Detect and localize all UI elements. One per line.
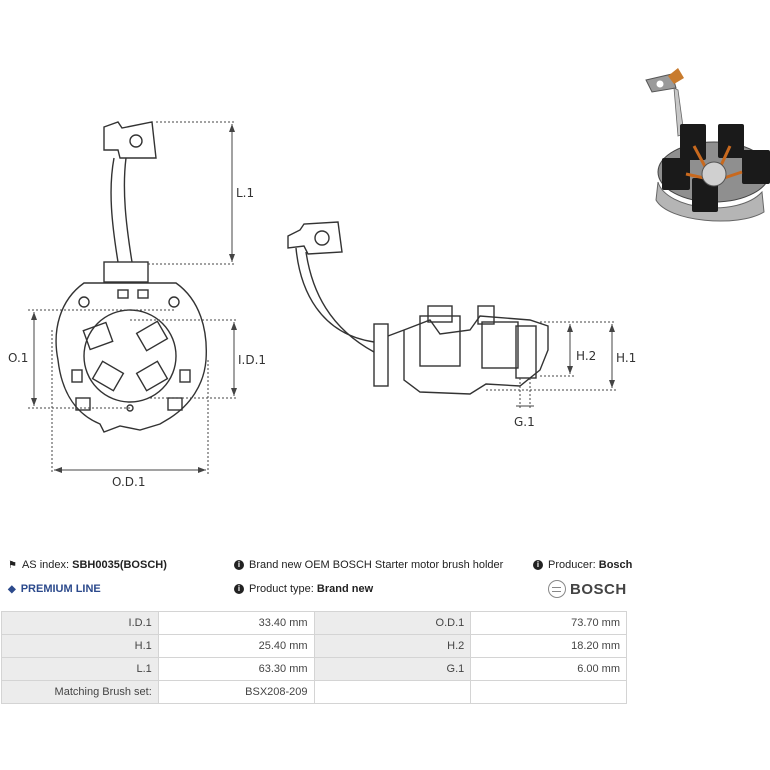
spec-value: 18.20 mm xyxy=(470,634,627,658)
side-plate-outline xyxy=(387,315,549,395)
spec-label: Matching Brush set: xyxy=(1,680,159,704)
product-photo xyxy=(645,68,770,222)
table-row: H.1 25.40 mm H.2 18.20 mm xyxy=(1,634,627,658)
brush-box-3 xyxy=(91,360,125,392)
premium-line-label: PREMIUM LINE xyxy=(20,583,101,595)
tag-icon: ⚑ xyxy=(8,559,17,571)
info-icon: i xyxy=(234,560,244,570)
side-terminal-tab xyxy=(287,221,343,255)
front-terminal-hole xyxy=(129,134,143,148)
bosch-logo-icon xyxy=(548,580,566,598)
front-inner-ring xyxy=(83,309,177,403)
spec-value: 63.30 mm xyxy=(157,657,315,681)
side-tab-right xyxy=(179,369,191,383)
spec-table: I.D.1 33.40 mm O.D.1 73.70 mm H.1 25.40 … xyxy=(1,611,627,704)
brush-box-1 xyxy=(82,321,114,351)
side-brush-box-mid xyxy=(481,321,519,369)
spec-value: 73.70 mm xyxy=(470,611,627,635)
brush-box-4 xyxy=(135,360,169,392)
top-notch-2 xyxy=(137,289,149,299)
side-brush-cap-mid xyxy=(477,305,495,325)
info-icon: i xyxy=(533,560,543,570)
label-l1: L.1 xyxy=(236,186,254,200)
producer-value: Bosch xyxy=(598,559,633,571)
label-od1: O.D.1 xyxy=(112,475,145,489)
front-lead-wire-right xyxy=(123,157,133,263)
label-h1: H.1 xyxy=(616,351,636,365)
table-row: I.D.1 33.40 mm O.D.1 73.70 mm xyxy=(1,611,627,635)
spec-label: L.1 xyxy=(1,657,159,681)
side-terminal-hole xyxy=(314,230,330,246)
spec-label: G.1 xyxy=(313,657,472,681)
spec-label: H.1 xyxy=(1,634,159,658)
spec-value: BSX208-209 xyxy=(157,680,315,704)
table-row: L.1 63.30 mm G.1 6.00 mm xyxy=(1,657,627,681)
spec-label: I.D.1 xyxy=(1,611,159,635)
product-type-value: Brand new xyxy=(316,583,374,595)
brush-box-2 xyxy=(135,320,169,352)
spec-value-empty xyxy=(313,680,472,704)
spec-value-empty xyxy=(470,680,627,704)
diamond-icon: ◆ xyxy=(8,583,16,595)
info-icon: i xyxy=(234,584,244,594)
lower-tab-right xyxy=(167,397,183,411)
top-notch-1 xyxy=(117,289,129,299)
mount-hole-left xyxy=(78,296,90,308)
label-o1: O.1 xyxy=(8,351,28,365)
side-tab-left xyxy=(71,369,83,383)
mount-hole-right xyxy=(168,296,180,308)
spec-value: 25.40 mm xyxy=(157,634,315,658)
product-type-label: Product type: xyxy=(249,583,314,595)
side-lead-wire-bottom xyxy=(305,251,375,353)
label-g1: G.1 xyxy=(514,415,535,429)
mount-hole-bottom xyxy=(126,404,134,412)
spec-value: 6.00 mm xyxy=(470,657,627,681)
premium-line-row: ◆ PREMIUM LINE xyxy=(8,583,101,595)
spec-label: H.2 xyxy=(313,634,472,658)
side-brush-box-right xyxy=(515,325,537,379)
label-id1: I.D.1 xyxy=(238,353,266,367)
as-index-label: AS index: xyxy=(21,559,70,571)
description-text: Brand new OEM BOSCH Starter motor brush … xyxy=(249,559,504,571)
table-row: Matching Brush set: BSX208-209 xyxy=(1,680,627,704)
front-terminal-tab xyxy=(103,121,157,159)
side-lead-wire-top xyxy=(295,247,375,343)
front-plate-outline xyxy=(55,282,207,433)
label-h2: H.2 xyxy=(576,349,596,363)
lower-tab-left xyxy=(75,397,91,411)
brand-logo-text: BOSCH xyxy=(570,580,627,598)
side-clamp xyxy=(373,323,389,387)
spec-label: O.D.1 xyxy=(313,611,472,635)
front-wire-clamp xyxy=(103,261,149,283)
product-type-row: i Product type: Brand new xyxy=(234,583,373,595)
side-brush-cap-left xyxy=(427,305,453,323)
description-row: i Brand new OEM BOSCH Starter motor brus… xyxy=(234,559,503,571)
as-index-value: SBH0035(BOSCH) xyxy=(72,559,167,571)
spec-value: 33.40 mm xyxy=(157,611,315,635)
producer-label: Producer: xyxy=(548,559,596,571)
as-index-row: ⚑ AS index: SBH0035(BOSCH) xyxy=(8,559,167,571)
side-brush-box-left xyxy=(419,315,461,367)
brand-logo: BOSCH xyxy=(548,580,627,598)
front-lead-wire-left xyxy=(110,157,119,263)
technical-drawing: L.1 O.1 I.D.1 O.D.1 H.2 H.1 G.1 xyxy=(8,121,636,489)
producer-row: i Producer: Bosch xyxy=(533,559,632,571)
